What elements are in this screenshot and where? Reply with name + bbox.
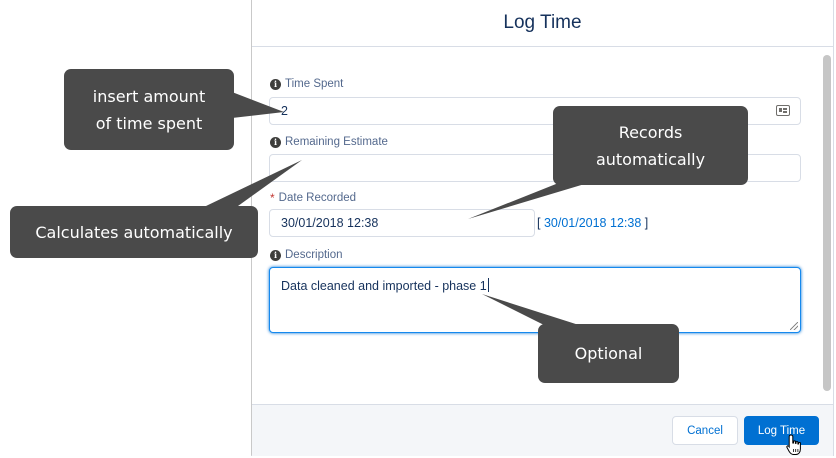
modal-header: Log Time (252, 0, 833, 47)
calculates-callout: Calculates automatically (10, 206, 258, 258)
records-callout-line1: Records (618, 122, 683, 142)
calculates-callout-pointer (206, 160, 302, 206)
remaining-estimate-label: Remaining Estimate (285, 136, 388, 148)
cancel-button[interactable]: Cancel (672, 416, 738, 445)
current-date-shortcut: [ 30/01/2018 12:38 ] (537, 216, 648, 230)
modal-body (252, 47, 833, 404)
bracket-close: ] (641, 216, 649, 230)
optional-callout-pointer (482, 294, 582, 326)
card-icon[interactable] (776, 105, 790, 116)
date-recorded-label: Date Recorded (278, 192, 357, 204)
time-spent-callout-pointer (232, 92, 284, 118)
log-time-button[interactable]: Log Time (744, 416, 819, 445)
time-spent-callout-line2: of time spent (95, 113, 203, 133)
info-icon[interactable]: i (270, 136, 281, 148)
required-marker: * (270, 191, 275, 205)
time-spent-callout: insert amount of time spent (64, 69, 234, 150)
modal-footer: Cancel Log Time (252, 404, 833, 456)
hand-pointer-icon (786, 434, 801, 455)
remaining-estimate-label-group: i Remaining Estimate (270, 136, 388, 148)
records-callout: Records automatically (553, 106, 748, 185)
optional-callout: Optional (538, 324, 679, 383)
info-icon[interactable]: i (270, 249, 281, 261)
description-textarea[interactable]: Data cleaned and imported - phase 1 (269, 267, 801, 333)
bracket-open: [ (537, 216, 544, 230)
info-icon[interactable]: i (270, 78, 281, 90)
description-label: Description (285, 249, 343, 261)
description-label-group: i Description (270, 249, 343, 261)
text-caret (487, 278, 489, 292)
current-date-link[interactable]: 30/01/2018 12:38 (543, 216, 642, 230)
date-recorded-value: 30/01/2018 12:38 (281, 216, 379, 230)
date-recorded-input[interactable]: 30/01/2018 12:38 (269, 209, 535, 237)
records-callout-pointer (468, 180, 598, 219)
description-value: Data cleaned and imported - phase 1 (281, 279, 487, 293)
modal-scrollbar[interactable] (823, 55, 831, 391)
optional-callout-text: Optional (574, 344, 643, 363)
resize-grip-icon[interactable] (790, 322, 798, 330)
date-recorded-label-group: * Date Recorded (270, 191, 356, 205)
time-spent-callout-line1: insert amount (92, 86, 206, 106)
calculates-callout-text: Calculates automatically (35, 222, 233, 242)
records-callout-line2: automatically (595, 149, 706, 169)
time-spent-label: Time Spent (285, 78, 344, 90)
time-spent-label-group: i Time Spent (270, 78, 343, 90)
modal-title: Log Time (503, 12, 582, 33)
time-spent-value: 2 (281, 104, 288, 118)
